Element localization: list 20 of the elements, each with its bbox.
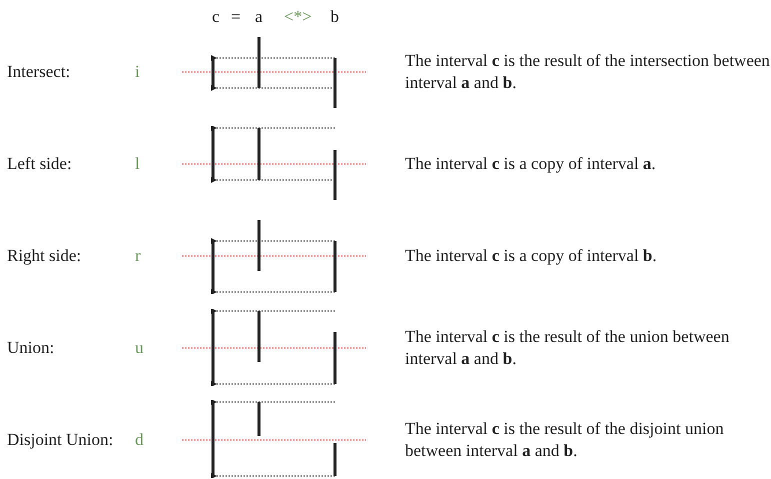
operation-name: Intersect: [7,61,70,83]
operation-description: The interval c is a copy of interval a. [405,153,657,175]
operation-name: Disjoint Union: [7,429,114,451]
operation-letter: d [135,429,144,451]
operator-symbol: <*> [284,6,312,28]
operation-letter: i [135,61,140,83]
formula-symbol: a [255,6,263,28]
operation-description: The interval c is the result of the disjoint union between interval a and b. [405,418,725,462]
operation-description: The interval c is the result of the union between interval a and b. [405,326,730,370]
operation-letter: l [135,153,140,175]
formula-symbol: = [231,6,241,28]
operation-name: Union: [7,337,54,359]
operation-name: Right side: [7,245,82,267]
operation-letter: r [135,245,141,267]
operation-description: The interval c is the result of the intersection between interval a and b. [405,50,771,94]
formula-symbol: c [212,6,220,28]
operation-letter: u [135,337,144,359]
operation-description: The interval c is a copy of interval b. [405,245,658,267]
formula-symbol: b [330,6,339,28]
operation-name: Left side: [7,153,72,175]
